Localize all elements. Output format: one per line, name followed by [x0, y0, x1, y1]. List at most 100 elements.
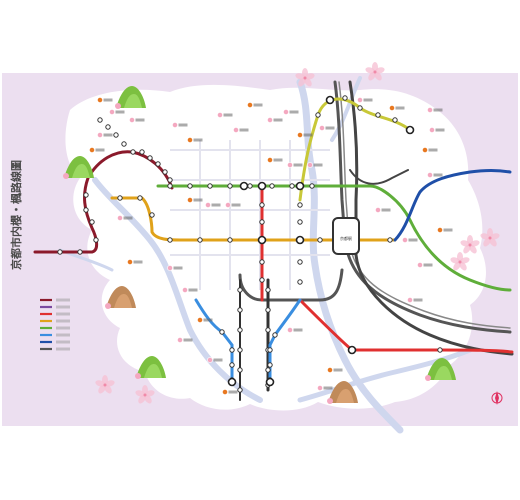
station-dot — [237, 287, 243, 293]
station-dot — [105, 124, 111, 130]
station-dot — [315, 112, 321, 118]
station-dot — [121, 141, 127, 147]
sakura-spot-icon — [283, 109, 299, 115]
station-dot — [229, 347, 235, 353]
sakura-spot-icon — [267, 117, 283, 123]
station-dot — [267, 347, 273, 353]
sakura-petals — [95, 62, 500, 404]
station-dot — [259, 259, 265, 265]
sakura-spot-icon — [297, 132, 313, 138]
mountain-icon — [425, 358, 456, 381]
station-dot — [269, 183, 275, 189]
sakura-spot-icon — [217, 112, 233, 118]
station-dot — [197, 237, 203, 243]
sakura-spot-icon — [167, 265, 183, 271]
station-dot — [162, 169, 168, 175]
station-dot — [297, 259, 303, 265]
sakura-spot-icon — [187, 197, 203, 203]
station-dot — [137, 195, 143, 201]
petal-icon — [460, 235, 480, 254]
petal-icon — [295, 68, 315, 87]
station-dot — [309, 183, 315, 189]
station-dot — [227, 183, 233, 189]
sakura-spot-icon — [197, 317, 213, 323]
station-dot — [297, 279, 303, 285]
station-dot — [219, 329, 225, 335]
sakura-spot-icon — [129, 117, 145, 123]
station-dot — [289, 183, 295, 189]
station-dot — [357, 105, 363, 111]
mountain-icon — [135, 356, 166, 379]
station-dot — [93, 237, 99, 243]
mountain-icon — [327, 381, 358, 404]
sakura-spot-icon — [437, 227, 453, 233]
station-dot — [227, 237, 233, 243]
station-dot — [113, 132, 119, 138]
station-dot — [147, 155, 153, 161]
sakura-spot-icon — [429, 127, 445, 133]
station-dot — [375, 112, 381, 118]
station-dot — [392, 117, 398, 123]
transfer-station — [257, 235, 267, 245]
station-dot — [167, 177, 173, 183]
station-dot — [77, 249, 83, 255]
legend-label — [56, 326, 70, 330]
transfer-station — [257, 181, 267, 191]
sakura-spot-icon — [127, 259, 143, 265]
sakura-spot-icon — [182, 287, 198, 293]
transfer-station — [295, 235, 305, 245]
station-dot — [259, 219, 265, 225]
green-line — [156, 184, 512, 292]
petal-icon — [95, 375, 115, 394]
sakura-spot-icon — [97, 97, 113, 103]
takano-river — [330, 76, 362, 142]
station-dot — [117, 195, 123, 201]
station-dot — [387, 237, 393, 243]
transfer-station — [295, 181, 305, 191]
sakura-spot-icon — [402, 237, 418, 243]
sakura-spot-icon — [89, 147, 105, 153]
station-dot — [437, 347, 443, 353]
station-dot — [83, 192, 89, 198]
station-dot — [259, 202, 265, 208]
sakura-spot-icon — [207, 357, 223, 363]
sakura-spot-icon — [407, 297, 423, 303]
legend-label — [56, 312, 70, 316]
sakura-spot-icon — [233, 127, 249, 133]
legend-label — [56, 298, 70, 302]
station-dot — [237, 327, 243, 333]
station-dot — [247, 183, 253, 189]
sakura-spot-icon — [357, 97, 373, 103]
petal-icon — [135, 385, 155, 404]
legend-label — [56, 347, 70, 351]
transfer-station — [347, 345, 357, 355]
kyoto-station-box — [332, 217, 360, 255]
station-dot — [207, 183, 213, 189]
kyoto-station: 京都駅 — [332, 217, 360, 255]
sakura-spot-icon — [222, 389, 238, 395]
sakura-spot-icon — [327, 367, 343, 373]
transfer-station — [325, 95, 335, 105]
station-dot — [259, 277, 265, 283]
station-dot — [317, 237, 323, 243]
petal-icon — [480, 228, 500, 247]
station-dot — [89, 219, 95, 225]
keihan-line — [348, 80, 514, 356]
sakura-pins — [89, 97, 453, 395]
transfer-station — [265, 377, 275, 387]
stations — [57, 95, 443, 393]
sakura-spot-icon — [117, 215, 133, 221]
navy-line — [393, 169, 512, 242]
title-block: 京都市内櫻・楓路線圖 — [9, 160, 23, 270]
legend-label — [56, 333, 70, 337]
sakura-spot-icon — [287, 162, 303, 168]
sakura-spot-icon — [319, 125, 335, 131]
station-dot — [297, 202, 303, 208]
sakura-spot-icon — [205, 202, 221, 208]
map-title: 京都市内櫻・楓路線圖 — [9, 160, 23, 270]
station-dot — [237, 307, 243, 313]
mountain-icon — [105, 286, 136, 309]
station-dot — [342, 95, 348, 101]
station-dot — [267, 362, 273, 368]
